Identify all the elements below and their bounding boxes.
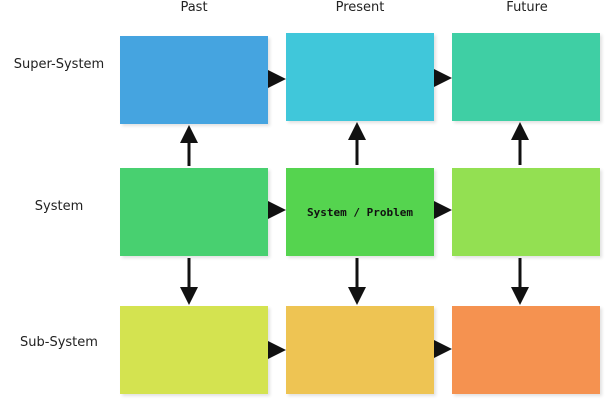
row-label-super-system: Super-System xyxy=(13,57,105,72)
sub-system-past-box xyxy=(120,306,268,394)
super-system-past-box xyxy=(120,36,268,124)
super-system-future-box xyxy=(452,33,600,121)
system-future-box xyxy=(452,168,600,256)
row-label-sub-system: Sub-System xyxy=(20,335,98,350)
sub-system-future-box xyxy=(452,306,600,394)
system-past-box xyxy=(120,168,268,256)
sub-system-present-box xyxy=(286,306,434,394)
super-system-present-box xyxy=(286,33,434,121)
system-problem-label: System / Problem xyxy=(307,205,413,219)
column-header-future: Future xyxy=(506,0,548,15)
row-label-system: System xyxy=(34,199,84,214)
system-present-box: System / Problem xyxy=(286,168,434,256)
column-header-present: Present xyxy=(335,0,385,15)
column-header-past: Past xyxy=(180,0,208,15)
